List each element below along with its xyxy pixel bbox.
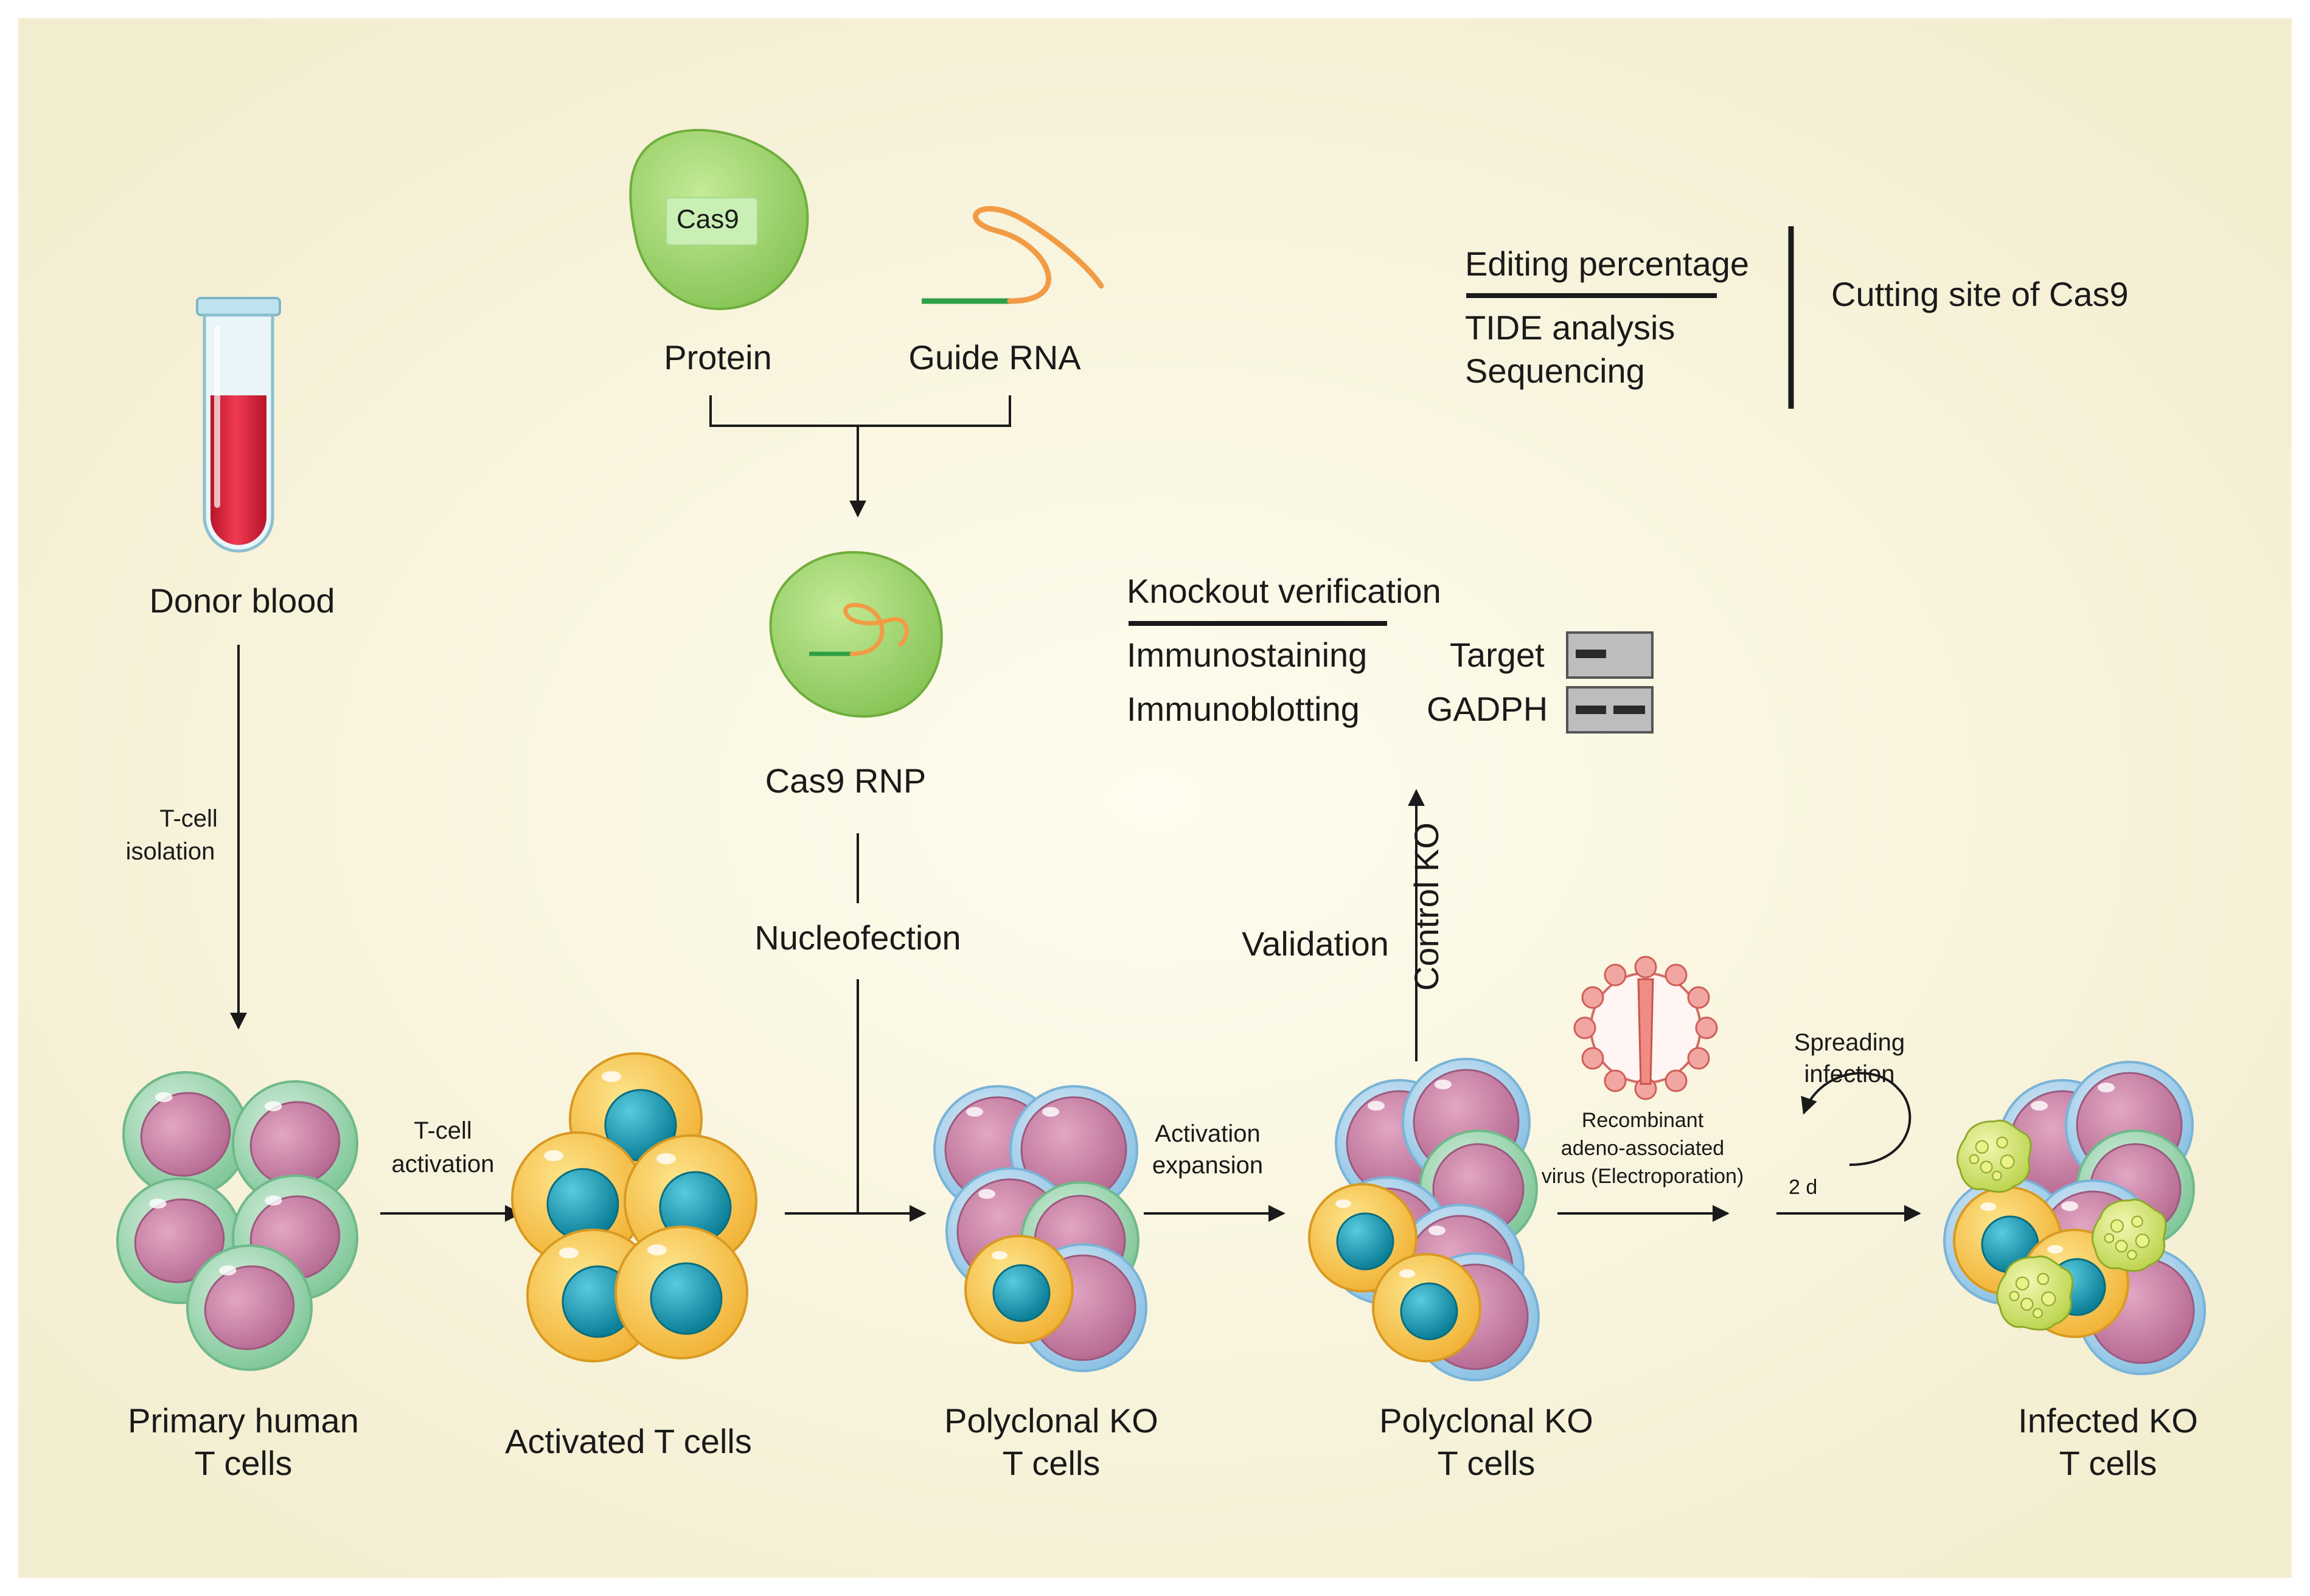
isolation-label-line2: isolation <box>125 838 215 865</box>
merge-bracket <box>709 395 1011 427</box>
cas9-rnp-icon <box>769 551 943 718</box>
guide-rna-label: Guide RNA <box>908 338 1081 376</box>
activation-label-line2: activation <box>391 1151 495 1178</box>
stage-polyclonal2-line2: T cells <box>1437 1444 1536 1482</box>
stage-infected-line1: Infected KO <box>2018 1401 2198 1440</box>
duration-label: 2 d <box>1789 1176 1818 1199</box>
gadph-blot-icon <box>1566 686 1654 734</box>
editing-method-sequencing: Sequencing <box>1465 352 1645 390</box>
spreading-loop-icon <box>1801 1072 1912 1166</box>
expansion-label-line1: Activation <box>1155 1120 1261 1147</box>
cutting-site-label: Cutting site of Cas9 <box>1831 275 2129 313</box>
virus-label-line1: Recombinant <box>1581 1109 1704 1132</box>
stage-polyclonal1-line1: Polyclonal KO <box>944 1401 1158 1440</box>
knockout-method-immunostaining: Immunostaining <box>1127 636 1368 674</box>
aav-virus-icon <box>1573 956 1718 1100</box>
cas9-badge-text: Cas9 <box>677 204 739 234</box>
cas9-rnp-label: Cas9 RNP <box>765 762 927 800</box>
control-ko-label: Control KO <box>1407 822 1445 991</box>
stage-primary-line1: Primary human <box>128 1401 359 1440</box>
nucleofection-label: Nucleofection <box>754 918 961 957</box>
virus-label-line2: adeno-associated <box>1560 1137 1725 1160</box>
blot-label-target: Target <box>1450 636 1545 674</box>
protein-label: Protein <box>664 338 772 376</box>
donor-blood-label: Donor blood <box>149 581 335 620</box>
editing-method-tide: TIDE analysis <box>1465 308 1675 347</box>
stage-primary-line2: T cells <box>194 1444 293 1482</box>
stage-polyclonal1-line2: T cells <box>1002 1444 1101 1482</box>
expansion-label-line2: expansion <box>1152 1152 1264 1179</box>
cas9-protein-icon <box>629 128 809 310</box>
virus-label-line3: virus (Electroporation) <box>1541 1165 1744 1188</box>
stage-infected-line2: T cells <box>2059 1444 2157 1482</box>
blot-label-gadph: GADPH <box>1427 690 1548 728</box>
spreading-label-line2: infection <box>1804 1061 1895 1088</box>
guide-rna-icon <box>922 206 1104 304</box>
stage-activated-line1: Activated T cells <box>505 1422 752 1460</box>
knockout-header: Knockout verification <box>1127 572 1441 610</box>
validation-label: Validation <box>1242 925 1389 963</box>
stage-polyclonal2-line1: Polyclonal KO <box>1379 1401 1593 1440</box>
background <box>18 18 2292 1578</box>
target-blot-icon <box>1566 631 1654 679</box>
activation-label-line1: T-cell <box>414 1117 472 1144</box>
spreading-label-line1: Spreading <box>1793 1029 1905 1056</box>
isolation-label-line1: T-cell <box>159 805 218 832</box>
knockout-method-immunoblotting: Immunoblotting <box>1127 690 1360 728</box>
editing-header: Editing percentage <box>1465 245 1750 283</box>
blood-tube-icon <box>196 297 281 553</box>
